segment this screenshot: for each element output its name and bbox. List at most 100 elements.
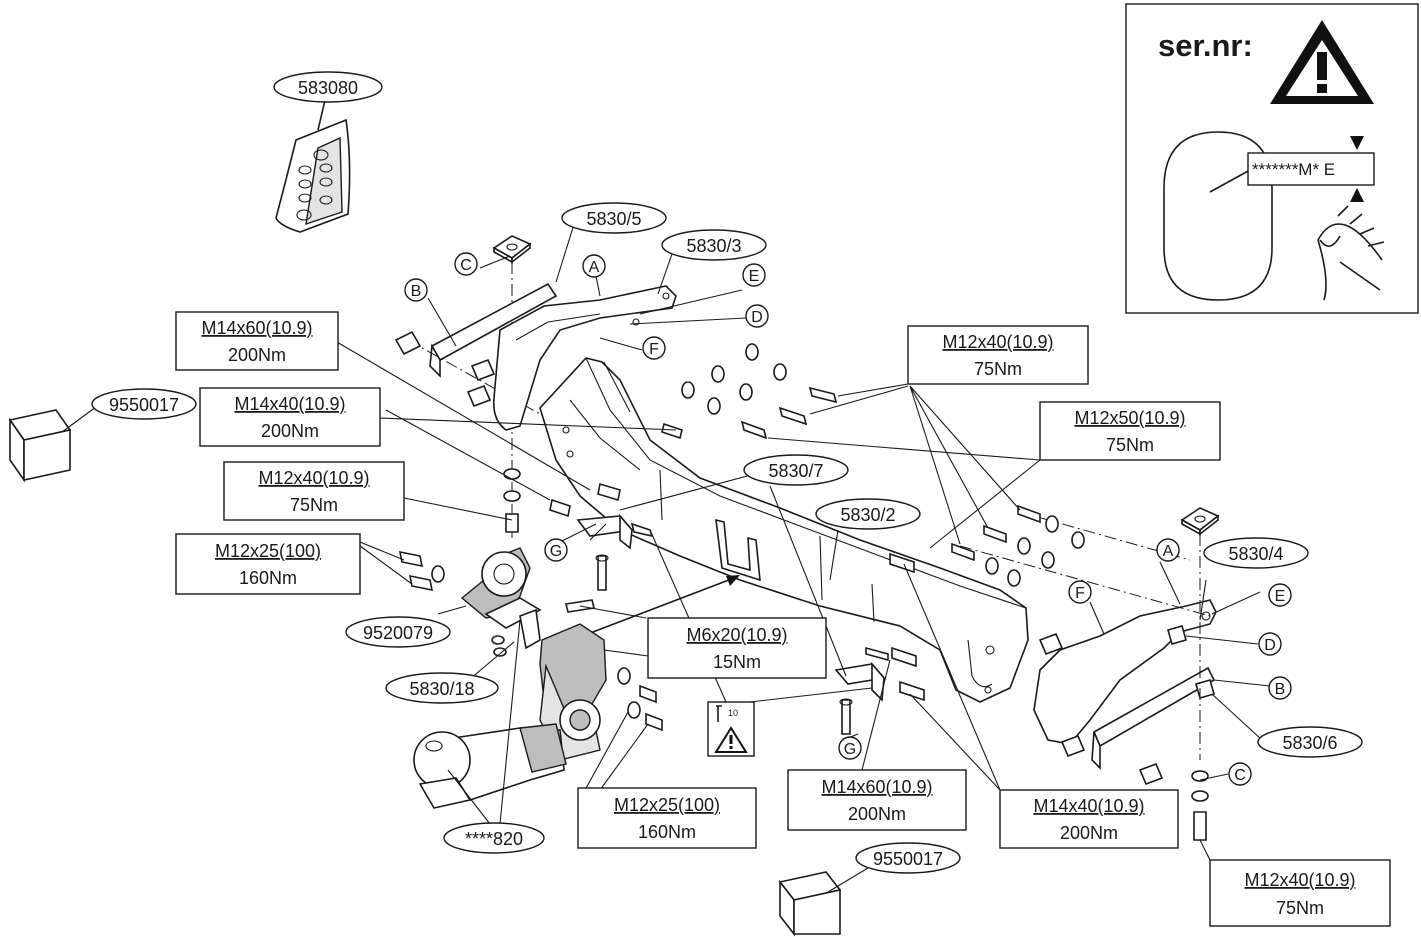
svg-text:200Nm: 200Nm — [261, 421, 319, 441]
letter-a-left: A — [582, 254, 606, 278]
label-5830-18: 5830/18 — [385, 672, 499, 704]
leader-lines — [61, 217, 1271, 893]
warning-label: 10 — [707, 701, 755, 757]
svg-text:75Nm: 75Nm — [1276, 898, 1324, 918]
svg-text:200Nm: 200Nm — [228, 345, 286, 365]
svg-text:583080: 583080 — [298, 78, 358, 98]
letter-b-left: B — [404, 278, 428, 302]
svg-text:A: A — [1163, 543, 1174, 560]
label-9550017-bottom: 9550017 — [855, 842, 961, 874]
eye-icon — [1317, 205, 1385, 301]
svg-text:9550017: 9550017 — [109, 395, 179, 415]
warning-triangle-icon — [714, 726, 748, 753]
svg-text:9520079: 9520079 — [363, 623, 433, 643]
svg-text:B: B — [411, 283, 422, 300]
letter-c-left: C — [454, 252, 478, 276]
svg-text:D: D — [1264, 637, 1276, 654]
svg-text:M12x40(10.9): M12x40(10.9) — [258, 468, 369, 488]
spec-box-m14x40-left: M14x40(10.9) 200Nm — [199, 387, 381, 447]
svg-text:****820: ****820 — [465, 829, 523, 849]
svg-text:M6x20(10.9): M6x20(10.9) — [686, 625, 787, 645]
square-nut-left — [492, 235, 532, 264]
svg-text:75Nm: 75Nm — [290, 495, 338, 515]
svg-text:5830/3: 5830/3 — [686, 236, 741, 256]
svg-text:D: D — [751, 309, 763, 326]
bolts-washers-right — [889, 504, 1209, 841]
svg-text:M12x40(10.9): M12x40(10.9) — [1244, 870, 1355, 890]
spec-box-m6x20: M6x20(10.9) 15Nm — [647, 617, 827, 679]
serial-code: *******M* E — [1252, 160, 1335, 179]
svg-text:160Nm: 160Nm — [239, 568, 297, 588]
letter-d-right: D — [1258, 632, 1282, 656]
letter-g-right: G — [838, 736, 862, 760]
svg-text:G: G — [844, 741, 856, 758]
hardware-kit-583080 — [275, 95, 351, 233]
label-820: ****820 — [443, 822, 545, 854]
spec-box-m12x40-bottom: M12x40(10.9) 75Nm — [1209, 859, 1391, 927]
spec-box-m12x40-top: M12x40(10.9) 75Nm — [907, 325, 1089, 385]
label-5830-7: 5830/7 — [743, 454, 849, 486]
box-9550017-left — [8, 409, 72, 483]
svg-text:E: E — [1275, 588, 1286, 605]
svg-text:5830/5: 5830/5 — [586, 209, 641, 229]
svg-text:B: B — [1275, 681, 1286, 698]
svg-text:160Nm: 160Nm — [638, 822, 696, 842]
svg-text:M12x50(10.9): M12x50(10.9) — [1074, 408, 1185, 428]
socket-9520079 — [460, 547, 542, 629]
flange-nuts-left — [394, 330, 496, 408]
box-9550017-bottom — [778, 871, 842, 937]
spec-box-m12x25-bottom: M12x25(100) 160Nm — [577, 787, 757, 849]
warning-label-small: 10 — [728, 708, 738, 718]
svg-text:M14x40(10.9): M14x40(10.9) — [1033, 796, 1144, 816]
svg-text:M12x25(100): M12x25(100) — [215, 541, 321, 561]
svg-text:5830/4: 5830/4 — [1228, 544, 1283, 564]
bolts-washers-left — [503, 343, 838, 533]
spec-box-m14x60-bottom: M14x60(10.9) 200Nm — [787, 769, 967, 831]
spec-box-m12x40-left: M12x40(10.9) 75Nm — [223, 461, 405, 521]
bracket-left — [492, 285, 677, 431]
bolts-lower-left — [398, 550, 663, 732]
label-5830-6: 5830/6 — [1257, 726, 1363, 758]
crossbar-5830-2 — [539, 357, 1029, 703]
square-nut-right — [1180, 507, 1220, 536]
letter-e-right: E — [1268, 583, 1292, 607]
svg-text:F: F — [649, 341, 659, 358]
warning-triangle-icon — [1270, 20, 1374, 104]
svg-text:M12x40(10.9): M12x40(10.9) — [942, 332, 1053, 352]
serial-title: ser.nr: — [1158, 28, 1253, 63]
letter-a-right: A — [1156, 538, 1180, 562]
spec-box-m14x60-left: M14x60(10.9) 200Nm — [175, 311, 339, 371]
svg-text:M14x60(10.9): M14x60(10.9) — [201, 318, 312, 338]
svg-text:A: A — [589, 259, 600, 276]
svg-text:5830/18: 5830/18 — [409, 679, 474, 699]
plate-g-right — [834, 646, 889, 735]
svg-text:E: E — [749, 268, 760, 285]
letter-g-left: G — [544, 538, 568, 562]
letter-b-right: B — [1268, 676, 1292, 700]
label-5830-3: 5830/3 — [661, 229, 767, 261]
svg-text:M14x60(10.9): M14x60(10.9) — [821, 777, 932, 797]
svg-text:G: G — [550, 543, 562, 560]
svg-text:75Nm: 75Nm — [1106, 435, 1154, 455]
label-5830-2: 5830/2 — [815, 498, 921, 530]
letter-d-left: D — [745, 304, 769, 328]
letter-f-right: F — [1068, 580, 1092, 604]
letter-e-left: E — [742, 263, 766, 287]
svg-text:C: C — [1234, 767, 1246, 784]
spec-box-m14x40-bottom: M14x40(10.9) 200Nm — [999, 789, 1179, 849]
svg-text:C: C — [460, 257, 472, 274]
spec-box-m12x50: M12x50(10.9) 75Nm — [1039, 401, 1221, 461]
svg-text:15Nm: 15Nm — [713, 652, 761, 672]
svg-text:F: F — [1075, 585, 1085, 602]
svg-text:5830/2: 5830/2 — [840, 505, 895, 525]
letter-c-right: C — [1228, 762, 1252, 786]
svg-text:75Nm: 75Nm — [974, 359, 1022, 379]
socket-holder-5830-18 — [491, 608, 541, 657]
svg-text:200Nm: 200Nm — [848, 804, 906, 824]
ball-coupling-820 — [413, 623, 607, 809]
svg-text:200Nm: 200Nm — [1060, 823, 1118, 843]
label-583080: 583080 — [273, 71, 383, 103]
svg-text:M14x40(10.9): M14x40(10.9) — [234, 394, 345, 414]
svg-text:5830/7: 5830/7 — [768, 461, 823, 481]
